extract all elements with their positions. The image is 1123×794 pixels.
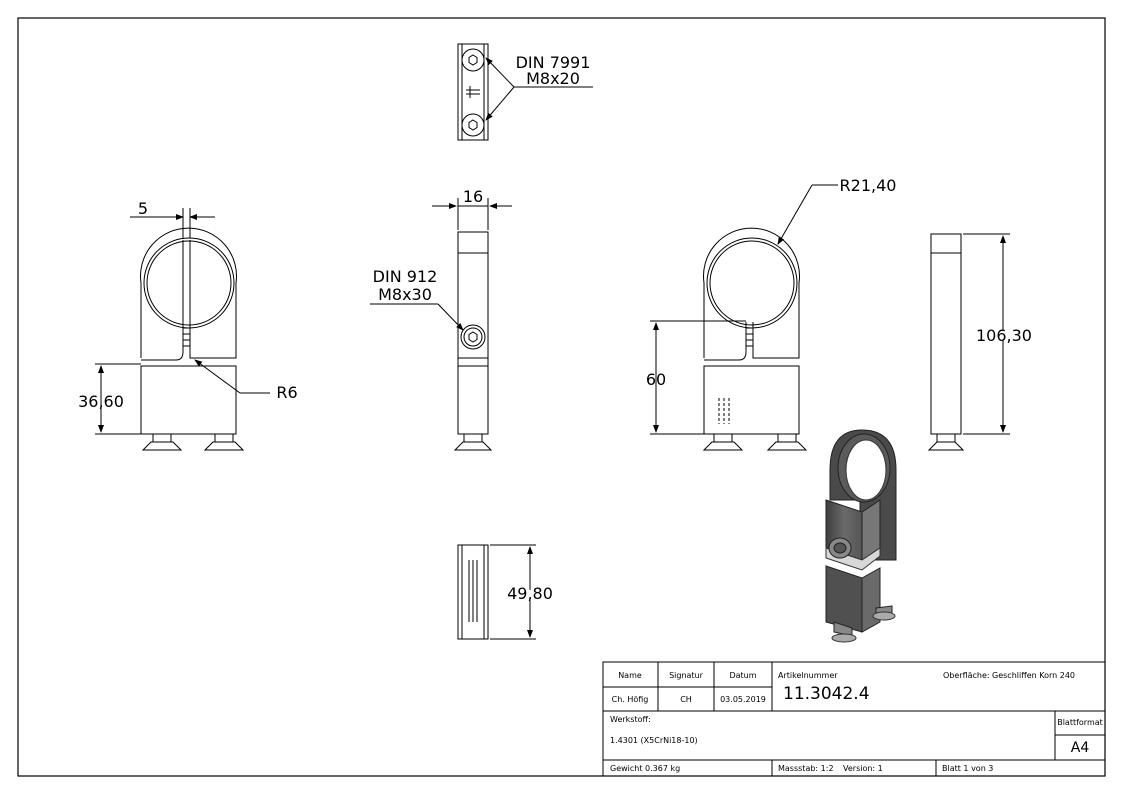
din912-size: M8x30 <box>378 285 432 304</box>
dim-36-60: 36,60 <box>78 392 124 411</box>
dim-36-60-lines <box>95 363 141 435</box>
r6-leader <box>194 359 270 394</box>
tb-werkstoff-label: Werkstoff: <box>610 715 651 724</box>
din912-label: DIN 912 <box>373 267 438 286</box>
right-side-view <box>927 233 965 451</box>
tb-oberflaeche-label: Oberfläche: <box>943 671 990 680</box>
tb-datum-value: 03.05.2019 <box>720 695 766 704</box>
tb-werkstoff-value: 1.4301 (X5CrNi18-10) <box>610 736 698 745</box>
dim-r6: R6 <box>276 383 297 402</box>
din912-leader <box>370 303 464 331</box>
dim-106-lines <box>963 233 1010 435</box>
tb-oberflaeche-value: Geschliffen Korn 240 <box>992 671 1075 680</box>
tb-name-value: Ch. Höfig <box>612 695 649 704</box>
tb-signatur-value: CH <box>680 695 692 704</box>
din7991-size: M8x20 <box>526 69 580 88</box>
tb-signatur-header: Signatur <box>669 671 704 680</box>
top-view <box>457 43 489 141</box>
sheet-frame <box>17 17 1106 777</box>
bottom-view <box>457 544 489 640</box>
tb-artikelnummer-label: Artikelnummer <box>778 671 838 680</box>
tb-blatt: Blatt 1 von 3 <box>942 764 993 773</box>
dim-49-lines <box>490 544 536 640</box>
dim-60: 60 <box>646 370 666 389</box>
dim-106-30: 106,30 <box>976 326 1032 345</box>
din7991-leader <box>485 57 593 121</box>
tb-massstab: Massstab: 1:2 <box>778 764 834 773</box>
tb-artikelnummer-value: 11.3042.4 <box>783 684 870 704</box>
r21-leader <box>777 184 838 245</box>
right-front-view <box>702 227 808 451</box>
tb-blattformat-value: A4 <box>1071 740 1090 756</box>
dim-16-lines <box>432 198 512 230</box>
dim-r21-40: R21,40 <box>840 176 897 195</box>
tb-gewicht: Gewicht 0.367 kg <box>610 764 680 773</box>
dim-5-lines <box>130 208 215 238</box>
tb-blattformat-label: Blattformat <box>1057 718 1103 727</box>
dim-16: 16 <box>463 187 483 206</box>
left-front-view <box>140 227 245 451</box>
side-view <box>453 231 493 451</box>
title-block <box>602 661 1106 777</box>
tb-version: Version: 1 <box>843 764 883 773</box>
dim-49-80: 49,80 <box>507 584 553 603</box>
dim-60-lines <box>650 320 746 435</box>
isometric-view <box>825 429 897 643</box>
tb-name-header: Name <box>618 671 642 680</box>
din7991-label: DIN 7991 <box>516 53 591 72</box>
tb-datum-header: Datum <box>729 671 756 680</box>
dim-5: 5 <box>138 199 148 218</box>
